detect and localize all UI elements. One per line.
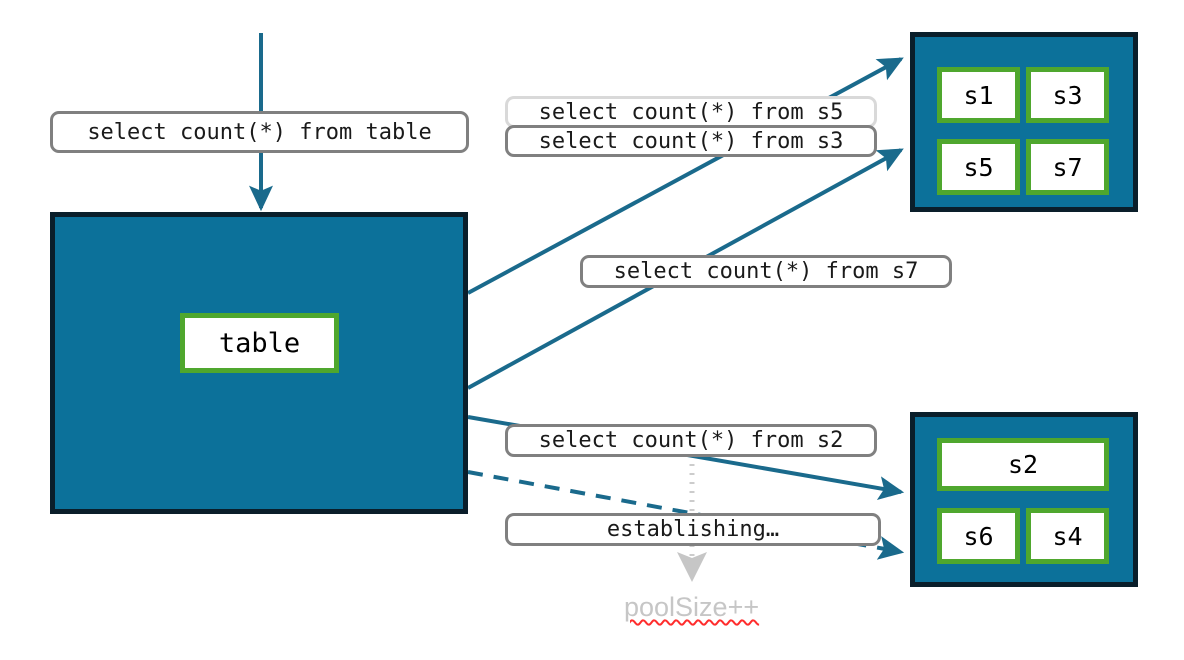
node-s7[interactable]: s7 — [1026, 139, 1109, 195]
query-label-entry[interactable]: select count(*) from table — [50, 111, 469, 153]
node-s5[interactable]: s5 — [937, 139, 1020, 195]
node-s1[interactable]: s1 — [937, 67, 1020, 123]
query-label-s5[interactable]: select count(*) from s5 — [505, 96, 877, 128]
node-s2[interactable]: s2 — [937, 438, 1109, 491]
node-table[interactable]: table — [180, 313, 339, 373]
status-label-establishing[interactable]: establishing… — [505, 513, 881, 546]
node-s3[interactable]: s3 — [1026, 67, 1109, 123]
query-label-s7[interactable]: select count(*) from s7 — [580, 255, 952, 288]
node-s4[interactable]: s4 — [1026, 508, 1109, 564]
node-s6[interactable]: s6 — [937, 508, 1020, 564]
query-label-s3[interactable]: select count(*) from s3 — [505, 125, 877, 157]
pool-size-increment-label: poolSize++ — [624, 592, 760, 622]
query-label-s2[interactable]: select count(*) from s2 — [505, 424, 877, 457]
